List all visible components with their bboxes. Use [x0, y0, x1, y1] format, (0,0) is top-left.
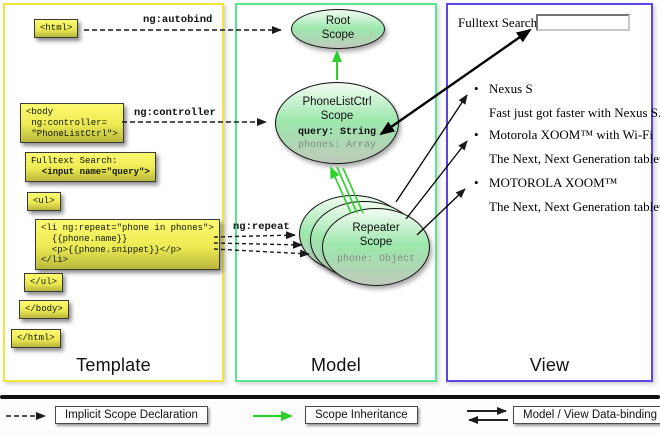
repeater-scope-title: Repeater Scope	[352, 222, 400, 248]
search-input[interactable]	[536, 14, 630, 31]
bullet-icon: •	[474, 175, 479, 190]
legend-implicit-scope-declaration: Implicit Scope Declaration	[55, 406, 208, 424]
code-ul-open: <ul>	[27, 192, 61, 211]
view-search-label: Fulltext Search:	[458, 15, 541, 30]
view-item-snippet: The Next, Next Generation tablet.	[489, 151, 660, 166]
view-item-title: Nexus S	[489, 81, 533, 96]
code-html-close: </html>	[11, 329, 61, 348]
root-scope-title: Root Scope	[321, 15, 355, 41]
query-prop: query: String	[297, 127, 376, 139]
view-item-title: Motorola XOOM™ with Wi-Fi	[489, 127, 654, 142]
code-li-repeat: <li ng:repeat="phone in phones"> {{phone…	[35, 219, 220, 271]
code-body-close: </body>	[19, 300, 69, 319]
code-fulltext-label: Fulltext Search:	[31, 156, 118, 166]
code-html-open: <html>	[34, 19, 79, 38]
phone-prop: phone: Object	[336, 254, 415, 266]
legend-scope-inheritance: Scope Inheritance	[305, 406, 418, 424]
code-body-open: <body ng:controller= "PhoneListCtrl">	[20, 103, 124, 144]
phonelistctrl-scope-title: PhoneListCtrl Scope	[302, 96, 372, 122]
repeater-scope-front-ellipse: Repeater Scope phone: Object	[322, 208, 430, 286]
code-fulltext: Fulltext Search: <input name="query">	[25, 152, 156, 182]
view-item-title: MOTOROLA XOOM™	[489, 175, 618, 190]
phonelistctrl-scope-ellipse: PhoneListCtrl Scope query: String phones…	[275, 82, 399, 164]
model-panel-label: Model	[310, 355, 362, 375]
view-panel-label: View	[529, 355, 570, 375]
phones-prop: phones: Array	[297, 140, 376, 152]
ng-autobind-label: ng:autobind	[143, 14, 213, 26]
root-scope-ellipse: Root Scope	[291, 9, 385, 49]
ng-controller-label: ng:controller	[134, 107, 216, 119]
code-ul-close: </ul>	[24, 273, 64, 292]
bullet-icon: •	[474, 127, 479, 142]
model-panel	[235, 3, 437, 382]
view-panel	[446, 3, 653, 382]
template-panel-label: Template	[76, 355, 151, 375]
code-fulltext-input: <input name="query">	[31, 166, 150, 177]
ng-repeat-label: ng:repeat	[233, 221, 290, 233]
legend-model-view-data-binding: Model / View Data-binding	[513, 406, 660, 424]
view-item-snippet: Fast just got faster with Nexus S.	[489, 105, 660, 120]
view-item-snippet: The Next, Next Generation tablet.	[489, 199, 660, 214]
bullet-icon: •	[474, 81, 479, 96]
legend-divider	[0, 395, 660, 399]
